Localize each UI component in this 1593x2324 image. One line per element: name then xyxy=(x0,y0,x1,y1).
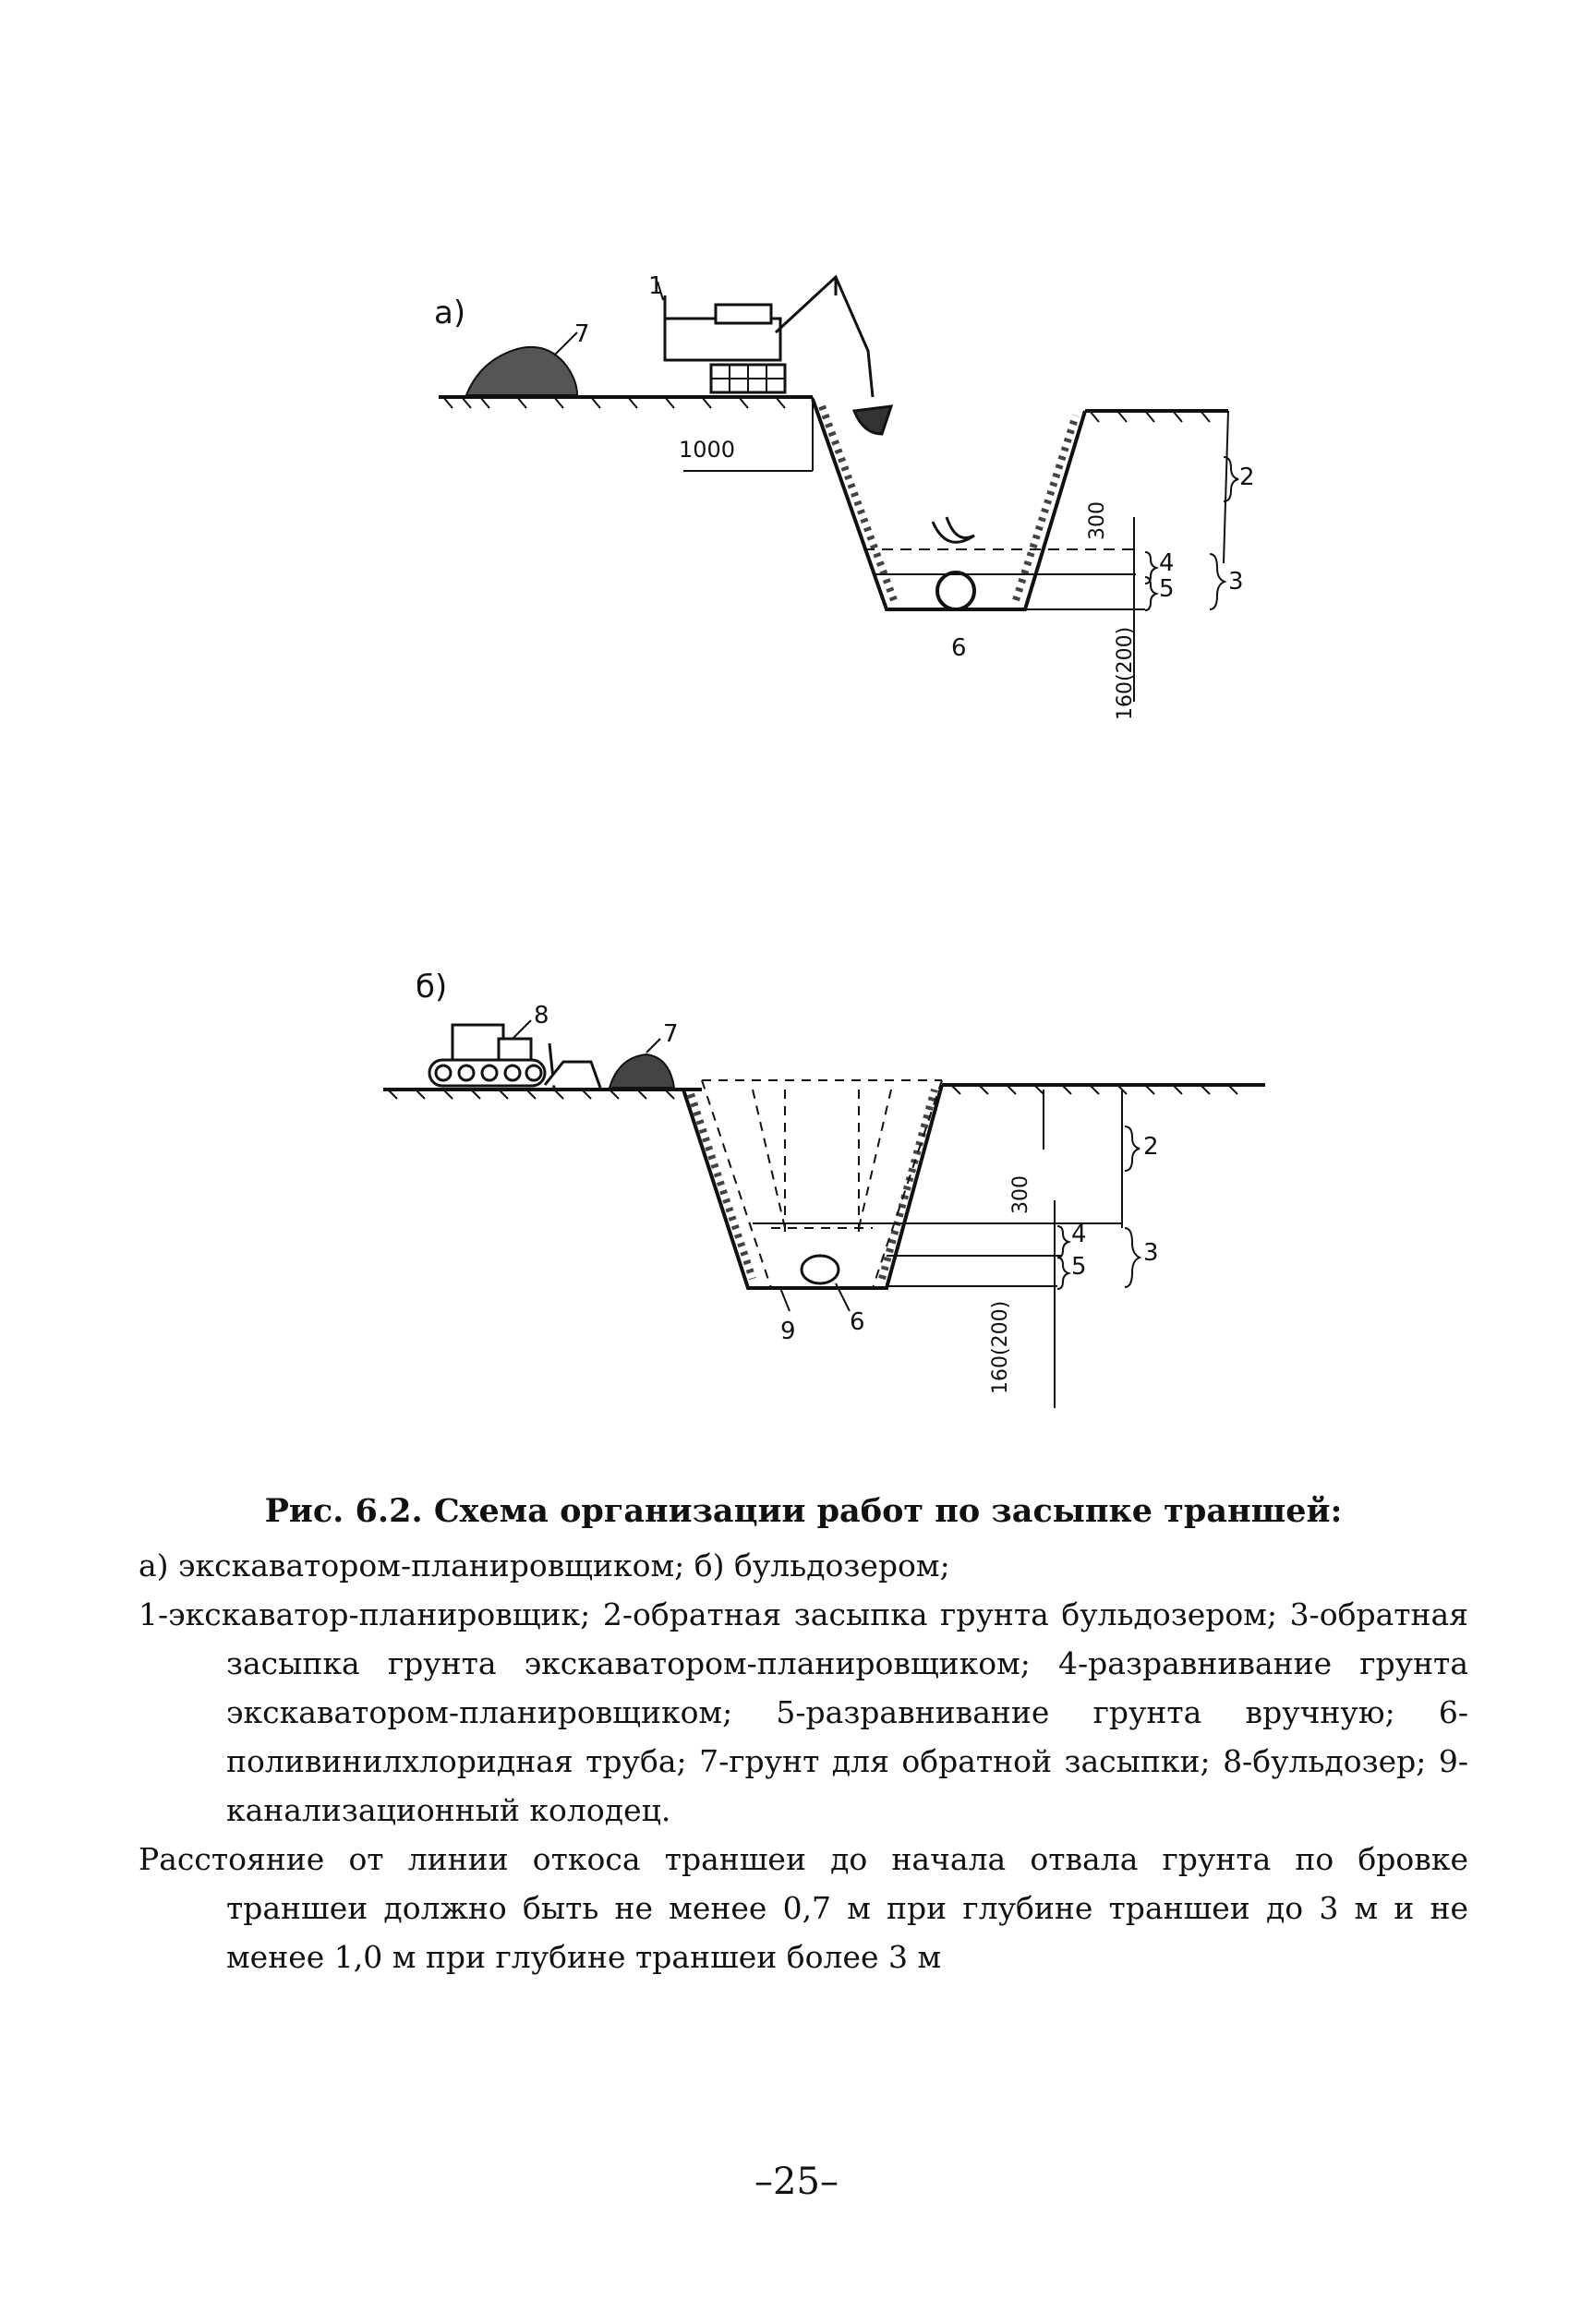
dimension-1000-label: 1000 xyxy=(679,437,735,463)
callout-5: 5 xyxy=(1159,575,1175,603)
brace-2 xyxy=(1223,456,1239,502)
figure-b-label: б) xyxy=(416,969,447,1005)
ground-hatching-left xyxy=(442,396,786,409)
callout-2: 2 xyxy=(1239,464,1255,491)
brace-5 xyxy=(1056,1257,1072,1290)
brace-5 xyxy=(1144,576,1160,611)
dimension-300-label: 300 xyxy=(1009,1175,1032,1214)
excavator-icon xyxy=(663,274,894,436)
caption-note: Расстояние от линии откоса траншеи до на… xyxy=(139,1841,1468,1975)
callout-1: 1 xyxy=(648,272,664,300)
figure-a-label: а) xyxy=(434,295,465,331)
trench-wall-hatching xyxy=(818,404,1080,602)
caption-legend: 1-экскаватор-планировщик; 2-обратная зас… xyxy=(139,1596,1468,1828)
trench-a-outline xyxy=(811,398,1087,611)
callout-7: 7 xyxy=(663,1020,679,1048)
brace-4 xyxy=(1144,551,1160,584)
figure-drawings: а) 1000 xyxy=(383,272,1265,1408)
callout-9: 9 xyxy=(780,1318,796,1345)
figure-b: б) xyxy=(383,969,1265,1408)
callout-3: 3 xyxy=(1228,568,1244,596)
pipe-icon xyxy=(800,1254,840,1285)
brace-2 xyxy=(1124,1126,1140,1172)
caption-title: Рис. 6.2. Схема организации работ по зас… xyxy=(264,1492,1343,1530)
callout-4: 4 xyxy=(1159,549,1175,577)
ground-hatching-right xyxy=(1089,410,1211,423)
callout-leader xyxy=(553,331,578,356)
callout-7: 7 xyxy=(574,320,590,348)
bulldozer-icon xyxy=(428,1023,602,1089)
pipe-icon xyxy=(935,571,976,611)
caption-subtitle: а) экскаватором-планировщиком; б) бульдо… xyxy=(139,1547,950,1583)
callout-5: 5 xyxy=(1071,1253,1087,1281)
figure-b-callouts: 2 3 4 5 6 7 8 9 xyxy=(534,1002,1159,1345)
ground-hatching-left xyxy=(387,1089,675,1100)
figure-a-callouts: 1 2 3 4 5 6 7 xyxy=(574,272,1255,662)
brace-3 xyxy=(1209,553,1227,610)
callout-leader xyxy=(835,1282,851,1312)
brace-3 xyxy=(1124,1227,1142,1288)
callout-6: 6 xyxy=(951,634,967,662)
soil-pile-icon xyxy=(465,345,579,396)
bucket-icon xyxy=(931,516,975,544)
callout-leader xyxy=(512,1019,532,1040)
callout-leader xyxy=(779,1287,790,1312)
callout-leader xyxy=(657,281,664,301)
callout-leader xyxy=(646,1038,661,1054)
brace-4 xyxy=(1056,1225,1072,1258)
dimension-300-label: 300 xyxy=(1086,501,1109,540)
figure-caption: Рис. 6.2. Схема организации работ по зас… xyxy=(139,1487,1468,1981)
callout-6: 6 xyxy=(850,1308,865,1336)
dimension-160-200-label: 160(200) xyxy=(989,1301,1012,1394)
callout-4: 4 xyxy=(1071,1221,1087,1248)
page-number: –25– xyxy=(754,2161,839,2203)
soil-pile-icon xyxy=(608,1053,676,1089)
figure-a: а) 1000 xyxy=(434,274,1239,720)
elevation-line xyxy=(1223,410,1229,564)
callout-3: 3 xyxy=(1143,1239,1159,1267)
trench-b-outline xyxy=(682,1084,944,1290)
callout-2: 2 xyxy=(1143,1133,1159,1161)
dimension-160-200-label: 160(200) xyxy=(1114,627,1137,720)
callout-8: 8 xyxy=(534,1002,549,1030)
manhole-icon xyxy=(701,1079,943,1289)
